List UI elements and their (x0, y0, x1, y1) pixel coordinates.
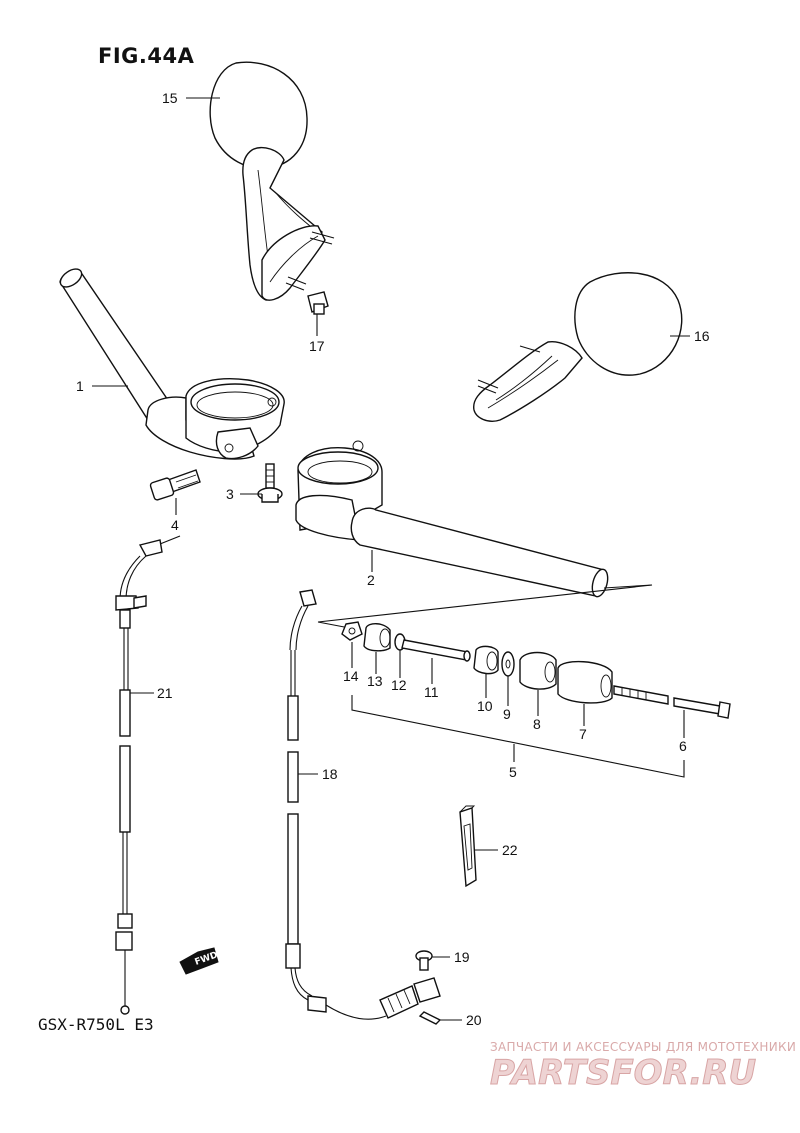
model-code: GSX-R750L E3 (38, 1015, 154, 1034)
callout-21: 21 (157, 685, 173, 701)
handlebar-right-part (295, 440, 609, 598)
watermark-logo: PARTSFOR.RU (490, 1053, 757, 1093)
mirror-left-part (209, 61, 335, 301)
callout-13: 13 (367, 673, 383, 689)
watermark-logo-text: PARTSFOR.RU (490, 1053, 756, 1092)
clip-20-part (418, 1011, 442, 1025)
callout-20: 20 (466, 1012, 482, 1028)
callout-16: 16 (694, 328, 710, 344)
callout-9: 9 (503, 706, 511, 722)
callout-2: 2 (367, 572, 375, 588)
callout-11: 11 (424, 684, 439, 700)
callout-4: 4 (171, 517, 179, 533)
throttle-cable-18-part (285, 589, 441, 1020)
figure-title: FIG.44A (98, 44, 195, 68)
callout-6: 6 (679, 738, 687, 754)
bolt-4-part (149, 469, 201, 501)
callout-7: 7 (579, 726, 587, 742)
callout-17: 17 (309, 338, 325, 354)
callout-14: 14 (343, 668, 359, 684)
callout-3: 3 (226, 486, 234, 502)
callout-8: 8 (533, 716, 541, 732)
throttle-cable-21-part (115, 535, 181, 1015)
bar-end-set-part (341, 621, 731, 719)
callout-5: 5 (509, 764, 517, 780)
bolt-3-part (257, 463, 283, 503)
mirror-right-part (473, 272, 683, 422)
clamp-22-part (459, 805, 477, 888)
callout-19: 19 (454, 949, 470, 965)
pin-19-part (415, 950, 433, 971)
watermark-tagline: ЗАПЧАСТИ И АКСЕССУАРЫ ДЛЯ МОТОТЕХНИКИ (490, 1040, 797, 1054)
callout-15: 15 (162, 90, 178, 106)
callout-1: 1 (76, 378, 84, 394)
callout-22: 22 (502, 842, 518, 858)
handlebar-left-part (59, 268, 285, 460)
callout-10: 10 (477, 698, 493, 714)
forward-arrow-icon: FWD (179, 947, 219, 975)
callout-18: 18 (322, 766, 338, 782)
mirror-bolt-part (307, 291, 329, 315)
callout-12: 12 (391, 677, 407, 693)
